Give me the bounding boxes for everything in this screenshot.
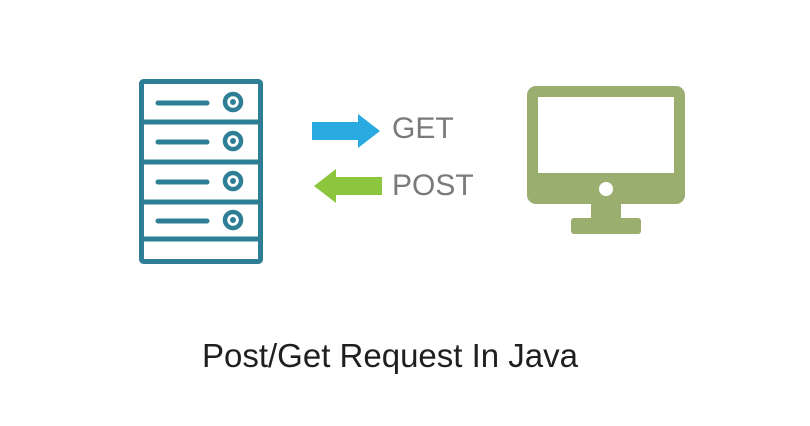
get-arrow-icon bbox=[312, 114, 380, 148]
post-arrow-icon bbox=[314, 169, 382, 203]
post-method-label: POST bbox=[392, 169, 474, 202]
server-icon bbox=[139, 79, 263, 264]
desktop-monitor-icon bbox=[527, 86, 685, 234]
diagram-caption: Post/Get Request In Java bbox=[201, 337, 579, 374]
get-method-label: GET bbox=[392, 112, 454, 145]
